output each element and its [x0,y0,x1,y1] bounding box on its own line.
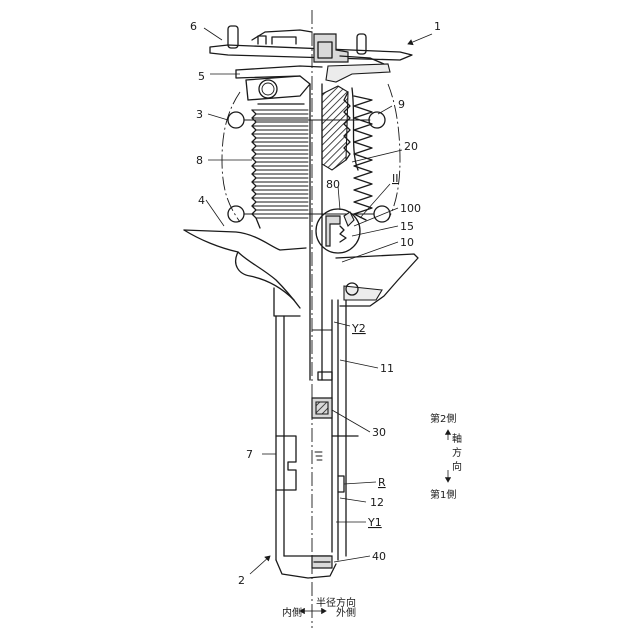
label-20: 20 [404,140,418,153]
axial-dir-char-2: 方 [452,446,462,459]
outer-cylinder [276,300,346,578]
label-10: 10 [400,236,414,249]
piston [312,372,358,436]
coil-spring [222,84,400,222]
upper-spring-seat [236,56,390,100]
axial-first-side-label: 第1側 [430,488,456,501]
detail-mechanism [326,212,354,246]
inner-marks [315,452,322,460]
radial-inner-label: 内側 [282,606,302,619]
label-8: 8 [196,154,203,167]
label-3: 3 [196,108,203,121]
mounting-bracket [276,436,296,490]
base-valve [312,556,332,568]
label-80: 80 [326,178,340,191]
label-y1: Y1 [367,516,382,529]
label-12: 12 [370,496,384,509]
label-y2: Y2 [351,322,366,335]
upper-mount [210,26,412,62]
radial-outer-label: 外側 [336,606,356,619]
r-indicator-mark [338,476,344,492]
label-4: 4 [198,194,205,207]
axial-dir-char-1: 軸 [452,432,462,445]
label-15: 15 [400,220,414,233]
axial-direction-legend: 第2側 軸 方 向 第1側 [430,412,462,501]
label-6: 6 [190,20,197,33]
label-1: 1 [434,20,441,33]
knuckle-bracket [184,230,306,316]
label-40: 40 [372,550,386,563]
radial-direction-legend: 半径方向 内側 外側 [282,596,356,619]
label-30: 30 [372,426,386,439]
label-2: 2 [238,574,245,587]
axial-second-side-label: 第2側 [430,412,456,425]
label-5: 5 [198,70,205,83]
lower-spring-seat [336,254,418,306]
label-ii: II [392,172,399,185]
bump-stopper-section [322,86,358,170]
label-9: 9 [398,98,405,111]
dust-boot [252,104,308,228]
label-11: 11 [380,362,394,375]
axial-dir-char-3: 向 [452,460,462,473]
label-100: 100 [400,202,421,215]
label-7: 7 [246,448,253,461]
label-r: R [378,476,386,489]
